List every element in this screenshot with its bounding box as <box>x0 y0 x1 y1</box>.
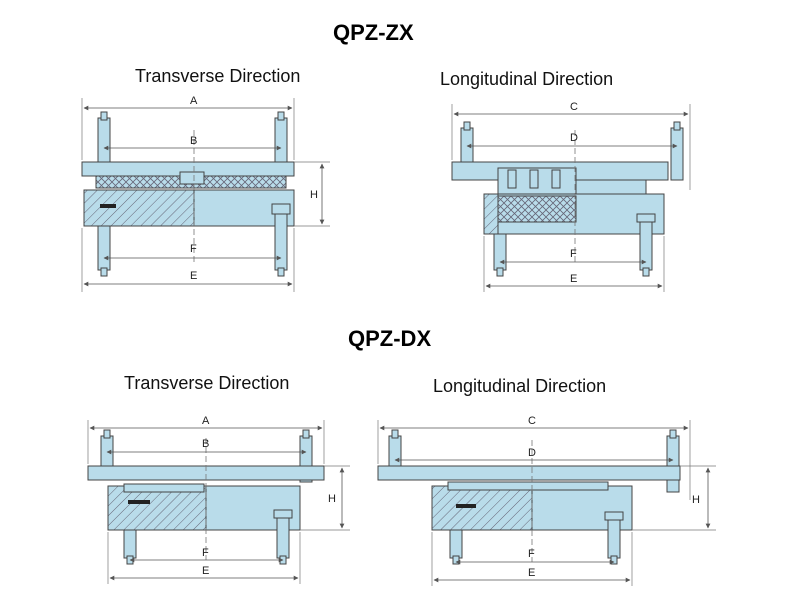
dim-label-b: B <box>190 135 197 147</box>
dim-label-e-long: E <box>570 273 577 285</box>
drawing-zx-transverse: A B H F E <box>81 95 330 292</box>
dim-label-d: D <box>570 132 578 144</box>
dim-label-d-dx: D <box>528 447 536 459</box>
dim-label-f: F <box>190 243 197 255</box>
dim-label-b-dx: B <box>202 438 209 450</box>
subtitle-dx-transverse: Transverse Direction <box>124 373 290 393</box>
dim-label-a-dx: A <box>202 415 210 427</box>
subtitle-zx-longitudinal: Longitudinal Direction <box>440 69 614 89</box>
dim-label-f-dx: F <box>202 547 209 559</box>
dim-label-h-dx: H <box>328 493 336 505</box>
dim-label-c-dx: C <box>528 415 536 427</box>
section-title-qpz-dx: QPZ-DX <box>348 326 432 351</box>
dim-label-h-dx-long: H <box>692 494 700 506</box>
dim-label-e-dx-long: E <box>528 567 535 579</box>
dim-label-e-dx: E <box>202 565 209 577</box>
drawing-dx-longitudinal: C D H F E <box>377 415 716 586</box>
subtitle-dx-longitudinal: Longitudinal Direction <box>433 376 607 396</box>
dim-label-f-dx-long: F <box>528 548 535 560</box>
dim-label-e: E <box>190 270 197 282</box>
drawing-dx-transverse: A B H F E <box>87 415 350 584</box>
section-title-qpz-zx: QPZ-ZX <box>333 20 414 45</box>
subtitle-zx-transverse: Transverse Direction <box>135 66 301 86</box>
dim-label-a: A <box>190 95 198 107</box>
dim-label-c: C <box>570 101 578 113</box>
dim-label-h: H <box>310 189 318 201</box>
drawing-zx-longitudinal: C D F E <box>451 101 691 292</box>
dim-label-f-long: F <box>570 248 577 260</box>
